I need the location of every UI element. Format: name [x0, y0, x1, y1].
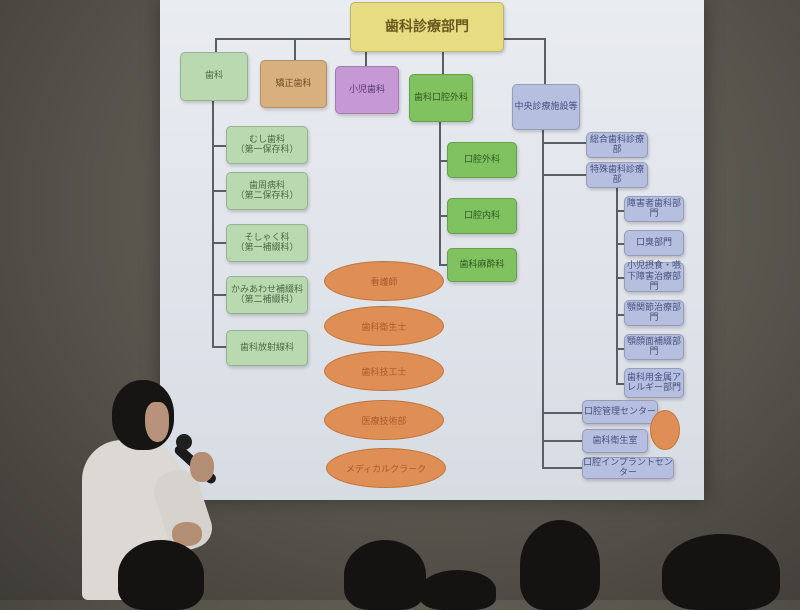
center-child: 口腔管理センター — [582, 400, 658, 424]
small-oval — [650, 410, 680, 450]
connector — [616, 314, 624, 316]
dept-chuo: 中央診療施設等 — [512, 84, 580, 130]
shika-child: かみあわせ補綴科 （第二補綴科） — [226, 276, 308, 314]
connector — [542, 412, 582, 414]
tokushu-child: 小児摂食・嚥下障害治療部門 — [624, 261, 684, 292]
center-child: 口腔インプラントセンター — [582, 457, 674, 479]
tokushu-child: 顎関節治療部門 — [624, 300, 684, 326]
shika-child: 歯周病科 （第二保存科） — [226, 172, 308, 210]
connector — [616, 188, 618, 384]
staff-oval: 歯科衛生士 — [324, 306, 444, 346]
dept-kyosei: 矯正歯科 — [260, 60, 327, 108]
connector — [544, 38, 546, 84]
geka-child: 歯科麻酔科 — [447, 248, 517, 282]
connector — [542, 467, 582, 469]
connector — [439, 120, 441, 266]
shika-child: そしゃく科 （第一補綴科） — [226, 224, 308, 262]
audience-head — [520, 520, 600, 610]
dept-shoni: 小児歯科 — [335, 66, 399, 114]
connector — [212, 242, 226, 244]
staff-oval: 看護師 — [324, 261, 444, 301]
connector — [616, 277, 624, 279]
connector — [439, 264, 447, 266]
audience-head — [118, 540, 204, 610]
shika-child: むし歯科 （第一保存科） — [226, 126, 308, 164]
shika-child: 歯科放射線科 — [226, 330, 308, 366]
connector — [616, 383, 624, 385]
connector — [212, 346, 226, 348]
connector — [442, 38, 444, 74]
staff-oval: メディカルクラーク — [326, 448, 446, 488]
audience-head — [344, 540, 426, 610]
connector — [616, 348, 624, 350]
staff-oval: 医療技術部 — [324, 400, 444, 440]
connector — [212, 294, 226, 296]
chuo-child: 総合歯科診療部 — [586, 132, 648, 158]
projection-screen: 歯科診療部門 歯科 矯正歯科 小児歯科 歯科口腔外科 中央診療施設等 むし歯科 … — [160, 0, 704, 500]
connector — [439, 215, 447, 217]
dept-koku-geka: 歯科口腔外科 — [409, 74, 473, 122]
connector — [212, 190, 226, 192]
connector — [616, 243, 624, 245]
connector — [542, 440, 582, 442]
connector — [212, 100, 214, 347]
audience-head — [420, 570, 496, 610]
chart-title: 歯科診療部門 — [350, 2, 504, 52]
connector — [294, 38, 296, 60]
connector — [365, 38, 367, 66]
presenter-face — [145, 402, 169, 442]
connector — [215, 38, 217, 52]
geka-child: 口腔内科 — [447, 198, 517, 234]
tokushu-child: 口臭部門 — [624, 230, 684, 256]
connector — [212, 145, 226, 147]
dept-shika: 歯科 — [180, 52, 248, 101]
connector — [542, 174, 586, 176]
connector — [542, 130, 544, 468]
connector — [616, 210, 624, 212]
connector — [439, 160, 447, 162]
center-child: 歯科衛生室 — [582, 429, 648, 453]
audience-head — [662, 534, 780, 610]
presenter-hand — [190, 452, 214, 482]
connector — [542, 142, 586, 144]
tokushu-child: 歯科用金属アレルギー部門 — [624, 368, 684, 398]
tokushu-child: 障害者歯科部門 — [624, 196, 684, 222]
chuo-child: 特殊歯科診療部 — [586, 162, 648, 188]
staff-oval: 歯科技工士 — [324, 351, 444, 391]
geka-child: 口腔外科 — [447, 142, 517, 178]
microphone-head — [176, 434, 192, 450]
tokushu-child: 顎顔面補綴部門 — [624, 334, 684, 360]
